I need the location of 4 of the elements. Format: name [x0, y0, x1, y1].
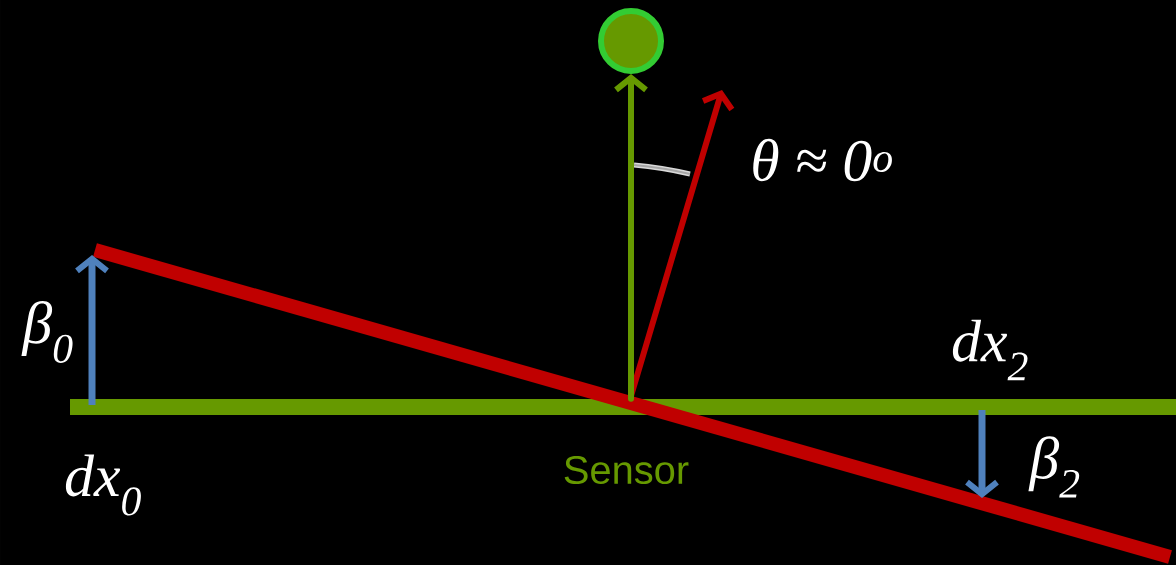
- sensor-label: Sensor: [564, 455, 689, 485]
- formula-label: θ ≈ 0$^{o}$: [753, 138, 892, 182]
- symbol-label: β$_{0}$: [21, 301, 73, 363]
- arrow: [614, 74, 648, 402]
